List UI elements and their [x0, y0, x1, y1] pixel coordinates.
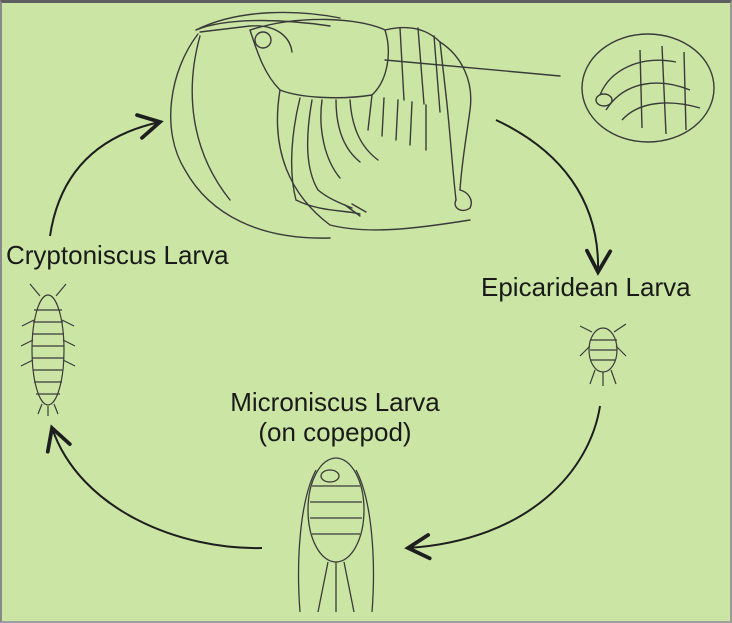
adult-parasite-icon [582, 34, 714, 142]
epicaridean-larva-label: Epicaridean Larva [481, 272, 691, 302]
shrimp-host-icon [171, 12, 560, 238]
cryptoniscus-larva-label: Cryptoniscus Larva [6, 240, 229, 270]
microniscus-label-line1: Microniscus Larva [224, 387, 446, 417]
copepod-microniscus-icon [299, 458, 374, 612]
arrow-cryptoniscus-to-host [50, 122, 160, 236]
microniscus-larva-label: Microniscus Larva (on copepod) [224, 387, 446, 447]
epicaridean-larva-icon [580, 324, 626, 386]
cryptoniscus-larva-icon [21, 284, 75, 416]
microniscus-label-line2: (on copepod) [224, 417, 446, 447]
arrow-host-to-epicaridean [496, 120, 598, 272]
cycle-arrows [50, 120, 600, 548]
